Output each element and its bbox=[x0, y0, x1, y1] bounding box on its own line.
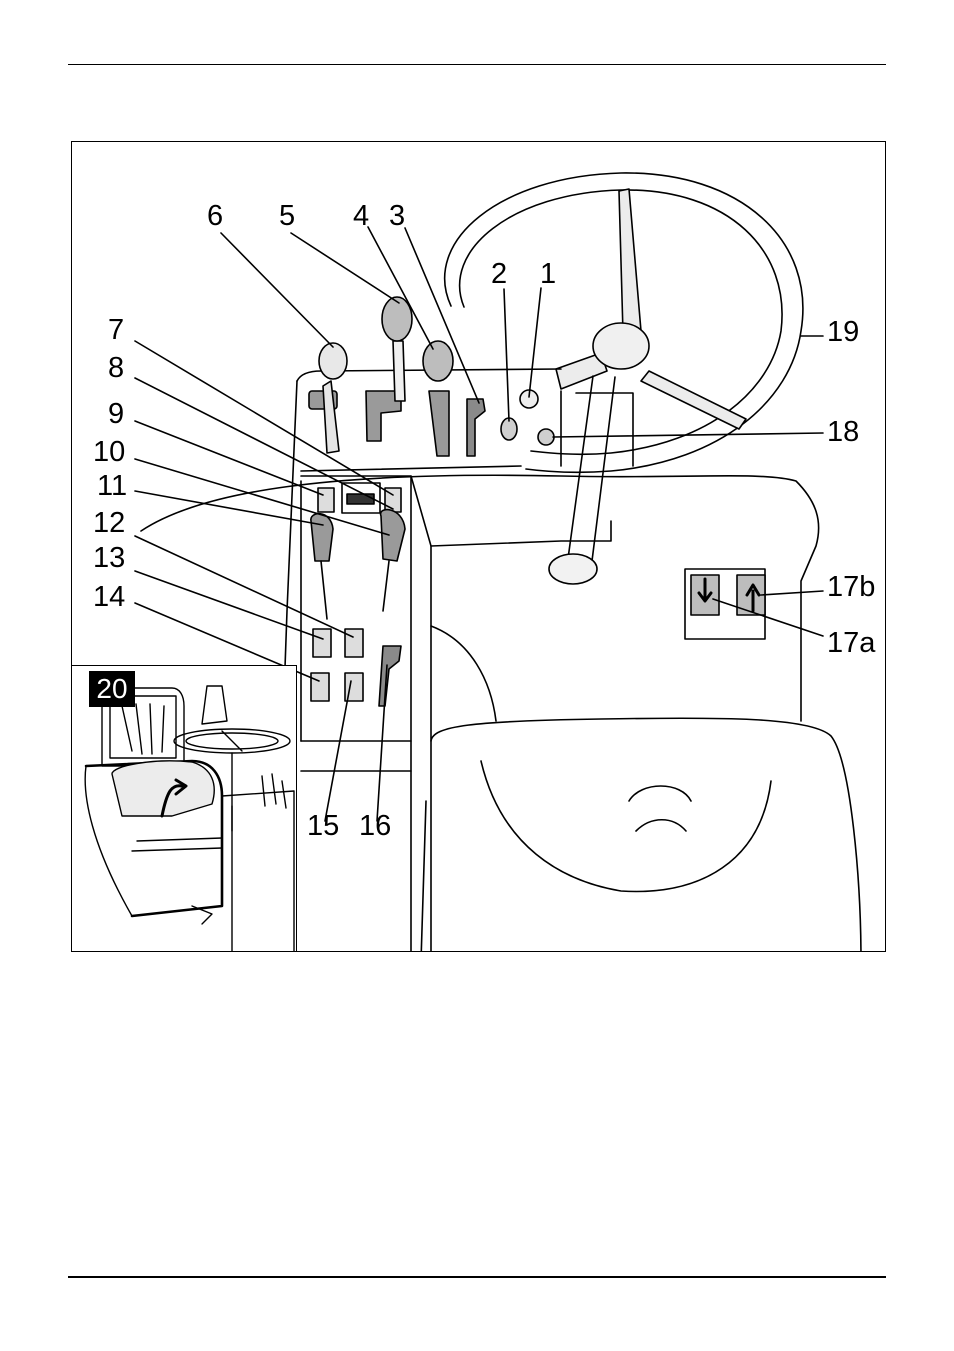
callout-label-17a: 17a bbox=[827, 629, 875, 658]
callout-label-1: 1 bbox=[540, 260, 556, 289]
footer-rule bbox=[68, 1276, 886, 1278]
callout-label-7: 7 bbox=[108, 316, 124, 345]
seat-tilt-inset: 20 bbox=[72, 665, 297, 952]
callout-label-12: 12 bbox=[93, 509, 125, 538]
lever-5-knob bbox=[382, 297, 412, 341]
callout-label-16: 16 bbox=[359, 812, 391, 841]
callout-label-17b: 17b bbox=[827, 573, 875, 602]
lever-6-knob bbox=[319, 343, 347, 379]
callout-label-5: 5 bbox=[279, 202, 295, 231]
callout-label-10: 10 bbox=[93, 438, 125, 467]
header-rule bbox=[68, 64, 886, 65]
callout-label-3: 3 bbox=[389, 202, 405, 231]
callout-label-11: 11 bbox=[97, 472, 127, 501]
callout-label-4: 4 bbox=[353, 202, 369, 231]
inset-label-20: 20 bbox=[89, 671, 135, 707]
lever-11-knob bbox=[311, 514, 333, 561]
steering-hub bbox=[593, 323, 649, 369]
callout-label-6: 6 bbox=[207, 202, 223, 231]
callout-label-8: 8 bbox=[108, 354, 124, 383]
callout-label-18: 18 bbox=[827, 418, 859, 447]
callout-label-19: 19 bbox=[827, 318, 859, 347]
lever-3 bbox=[467, 399, 485, 456]
callout-label-14: 14 bbox=[93, 583, 125, 612]
lever-10-knob bbox=[381, 510, 405, 561]
callout-label-2: 2 bbox=[491, 260, 507, 289]
seat-tilt-drawing bbox=[72, 666, 296, 952]
callout-label-9: 9 bbox=[108, 400, 124, 429]
callout-label-13: 13 bbox=[93, 544, 125, 573]
callout-label-15: 15 bbox=[307, 812, 339, 841]
control-panel-illustration: 1 2 3 4 5 6 7 8 9 10 11 12 13 14 15 16 1… bbox=[71, 141, 886, 952]
lever-4-knob bbox=[423, 341, 453, 381]
